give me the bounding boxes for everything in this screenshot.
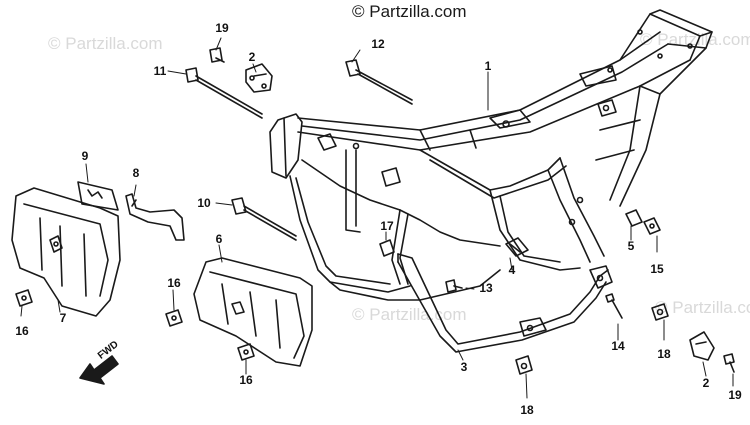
bushing-part-5 xyxy=(625,209,643,227)
callout-13: 13 xyxy=(479,281,493,295)
callout-6: 6 xyxy=(215,232,223,246)
bracket-part-9 xyxy=(77,181,119,211)
callout-18-lower: 18 xyxy=(520,403,534,417)
nut-part-18-lower xyxy=(515,355,533,375)
bolt-part-13 xyxy=(445,279,463,293)
nut-part-16-lower xyxy=(237,343,255,361)
callout-19-right: 19 xyxy=(728,388,742,402)
callout-4: 4 xyxy=(508,263,516,277)
bolt-part-19-top xyxy=(209,47,225,63)
callout-2-top: 2 xyxy=(248,50,256,64)
bracket-part-2-right xyxy=(689,331,715,361)
bolt-part-19-right xyxy=(723,353,735,373)
nut-part-17 xyxy=(379,239,395,257)
skid-plate-part-6 xyxy=(193,257,313,367)
fwd-arrow-icon xyxy=(79,355,119,385)
callout-10: 10 xyxy=(197,196,211,210)
leader-lines xyxy=(20,37,734,399)
callout-5: 5 xyxy=(627,239,635,253)
callout-16-left: 16 xyxy=(15,324,29,338)
callout-3: 3 xyxy=(460,360,468,374)
nut-part-15 xyxy=(643,217,661,235)
nut-part-16-center xyxy=(165,309,183,327)
callout-16-lower: 16 xyxy=(239,373,253,387)
callout-8: 8 xyxy=(132,166,140,180)
callout-15: 15 xyxy=(650,262,664,276)
nut-part-16-left xyxy=(15,289,33,307)
bracket-part-2-top xyxy=(245,63,273,93)
callout-2-right: 2 xyxy=(702,376,710,390)
callout-18-right: 18 xyxy=(657,347,671,361)
watermark-main: © Partzilla.com xyxy=(352,2,467,21)
bolt-part-10 xyxy=(231,197,297,241)
callout-16-center: 16 xyxy=(167,276,181,290)
callout-9: 9 xyxy=(81,149,89,163)
bolt-part-14 xyxy=(605,293,623,319)
bolt-part-12 xyxy=(345,59,413,105)
callout-12: 12 xyxy=(371,37,385,51)
nut-part-18-right xyxy=(651,303,669,321)
guard-plate-part-7 xyxy=(11,187,121,317)
callout-7: 7 xyxy=(59,311,67,325)
frame-lower-cradle xyxy=(397,253,613,353)
bracket-part-8 xyxy=(125,193,185,241)
callout-19-top: 19 xyxy=(215,21,229,35)
callout-17: 17 xyxy=(380,219,394,233)
callout-11: 11 xyxy=(153,64,167,78)
collar-part-4 xyxy=(505,237,529,257)
bolt-part-11 xyxy=(185,67,263,119)
callout-1: 1 xyxy=(484,59,492,73)
frame-main xyxy=(269,9,713,301)
callout-14: 14 xyxy=(611,339,625,353)
